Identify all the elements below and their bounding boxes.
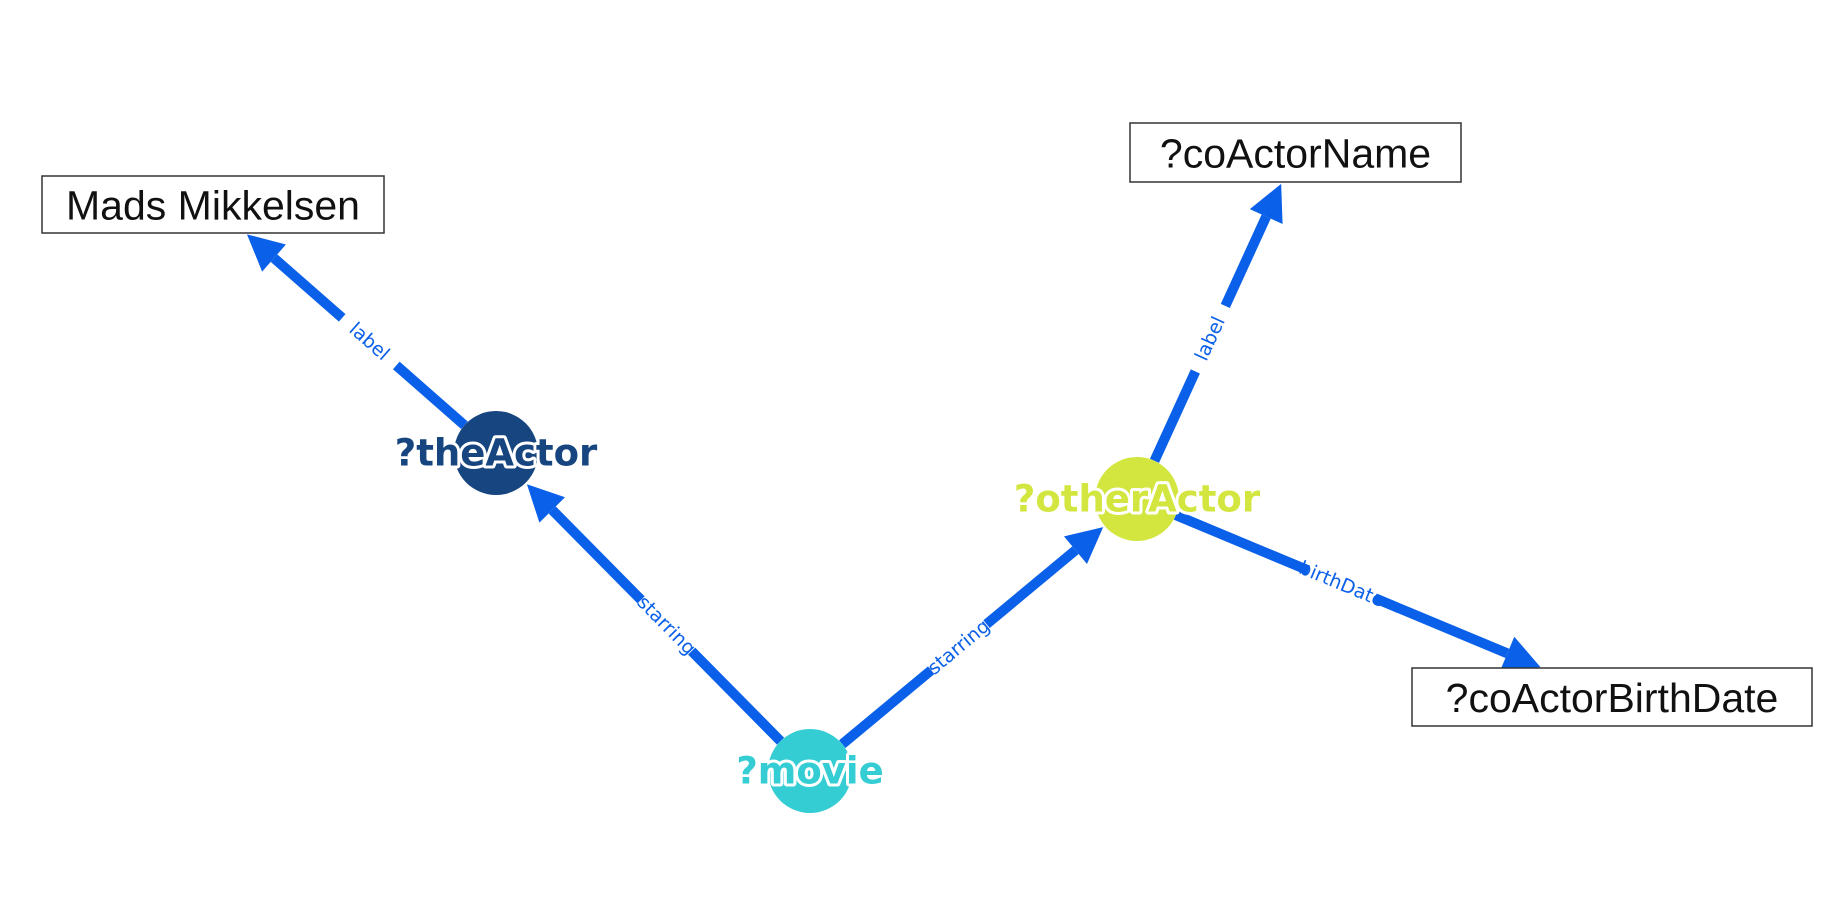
node-circle[interactable] xyxy=(454,411,538,495)
edge-line-segment xyxy=(1173,510,1311,576)
literal-coActorName: ?coActorName xyxy=(1129,122,1462,183)
literal-box xyxy=(1411,667,1813,727)
arrowhead-icon xyxy=(1063,527,1104,564)
edge-otherActor-coActorBirthDate: birthDate xyxy=(1173,510,1541,670)
edge-line-segment xyxy=(839,666,935,748)
edge-line-segment xyxy=(392,361,468,430)
edge-line-segment xyxy=(1220,214,1271,309)
edge-line-segment xyxy=(983,546,1079,628)
edge-line-segment xyxy=(1149,369,1200,463)
literal-coActorBirthDate: ?coActorBirthDate xyxy=(1411,667,1813,727)
arrowhead-icon xyxy=(1500,636,1541,670)
node-circle[interactable] xyxy=(1095,457,1179,541)
edge-label: label xyxy=(1191,313,1230,364)
edge-movie-otherActor: starring xyxy=(839,527,1104,748)
nodes-layer: ?theActor ?movie ?otherActor xyxy=(392,411,1264,813)
literal-madsMikkelsen: Mads Mikkelsen xyxy=(41,175,385,234)
edge-movie-theActor: starring xyxy=(526,484,785,745)
edge-otherActor-coActorName: label xyxy=(1149,183,1283,463)
literal-box xyxy=(41,175,385,234)
edge-label: starring xyxy=(633,592,700,660)
edge-line-segment xyxy=(1372,593,1510,658)
edge-line-segment xyxy=(270,254,346,322)
literals-layer: Mads Mikkelsen ?coActorName ?coActorBirthD… xyxy=(41,122,1813,727)
arrowhead-icon xyxy=(246,234,286,272)
edge-theActor-madsMikkelsen: label xyxy=(246,234,468,430)
edge-label: birthDate xyxy=(1296,557,1388,612)
node-theActor[interactable]: ?theActor xyxy=(392,411,601,495)
node-otherActor[interactable]: ?otherActor xyxy=(1011,457,1264,541)
node-label: ?theActor xyxy=(395,432,598,475)
node-movie[interactable]: ?movie xyxy=(733,729,887,813)
edge-label: starring xyxy=(924,615,995,679)
edge-line-segment xyxy=(688,647,785,745)
node-label: ?movie xyxy=(736,750,883,793)
arrowhead-icon xyxy=(526,484,566,523)
node-label: ?otherActor xyxy=(1014,478,1261,521)
literal-text: ?coActorBirthDate xyxy=(1446,675,1779,721)
arrowhead-icon xyxy=(1249,183,1283,225)
literal-box xyxy=(1129,122,1462,183)
literal-text: Mads Mikkelsen xyxy=(66,183,360,229)
edge-label: label xyxy=(345,318,394,365)
edge-line-segment xyxy=(548,506,645,604)
literal-text: ?coActorName xyxy=(1160,131,1431,177)
node-circle[interactable] xyxy=(768,729,852,813)
